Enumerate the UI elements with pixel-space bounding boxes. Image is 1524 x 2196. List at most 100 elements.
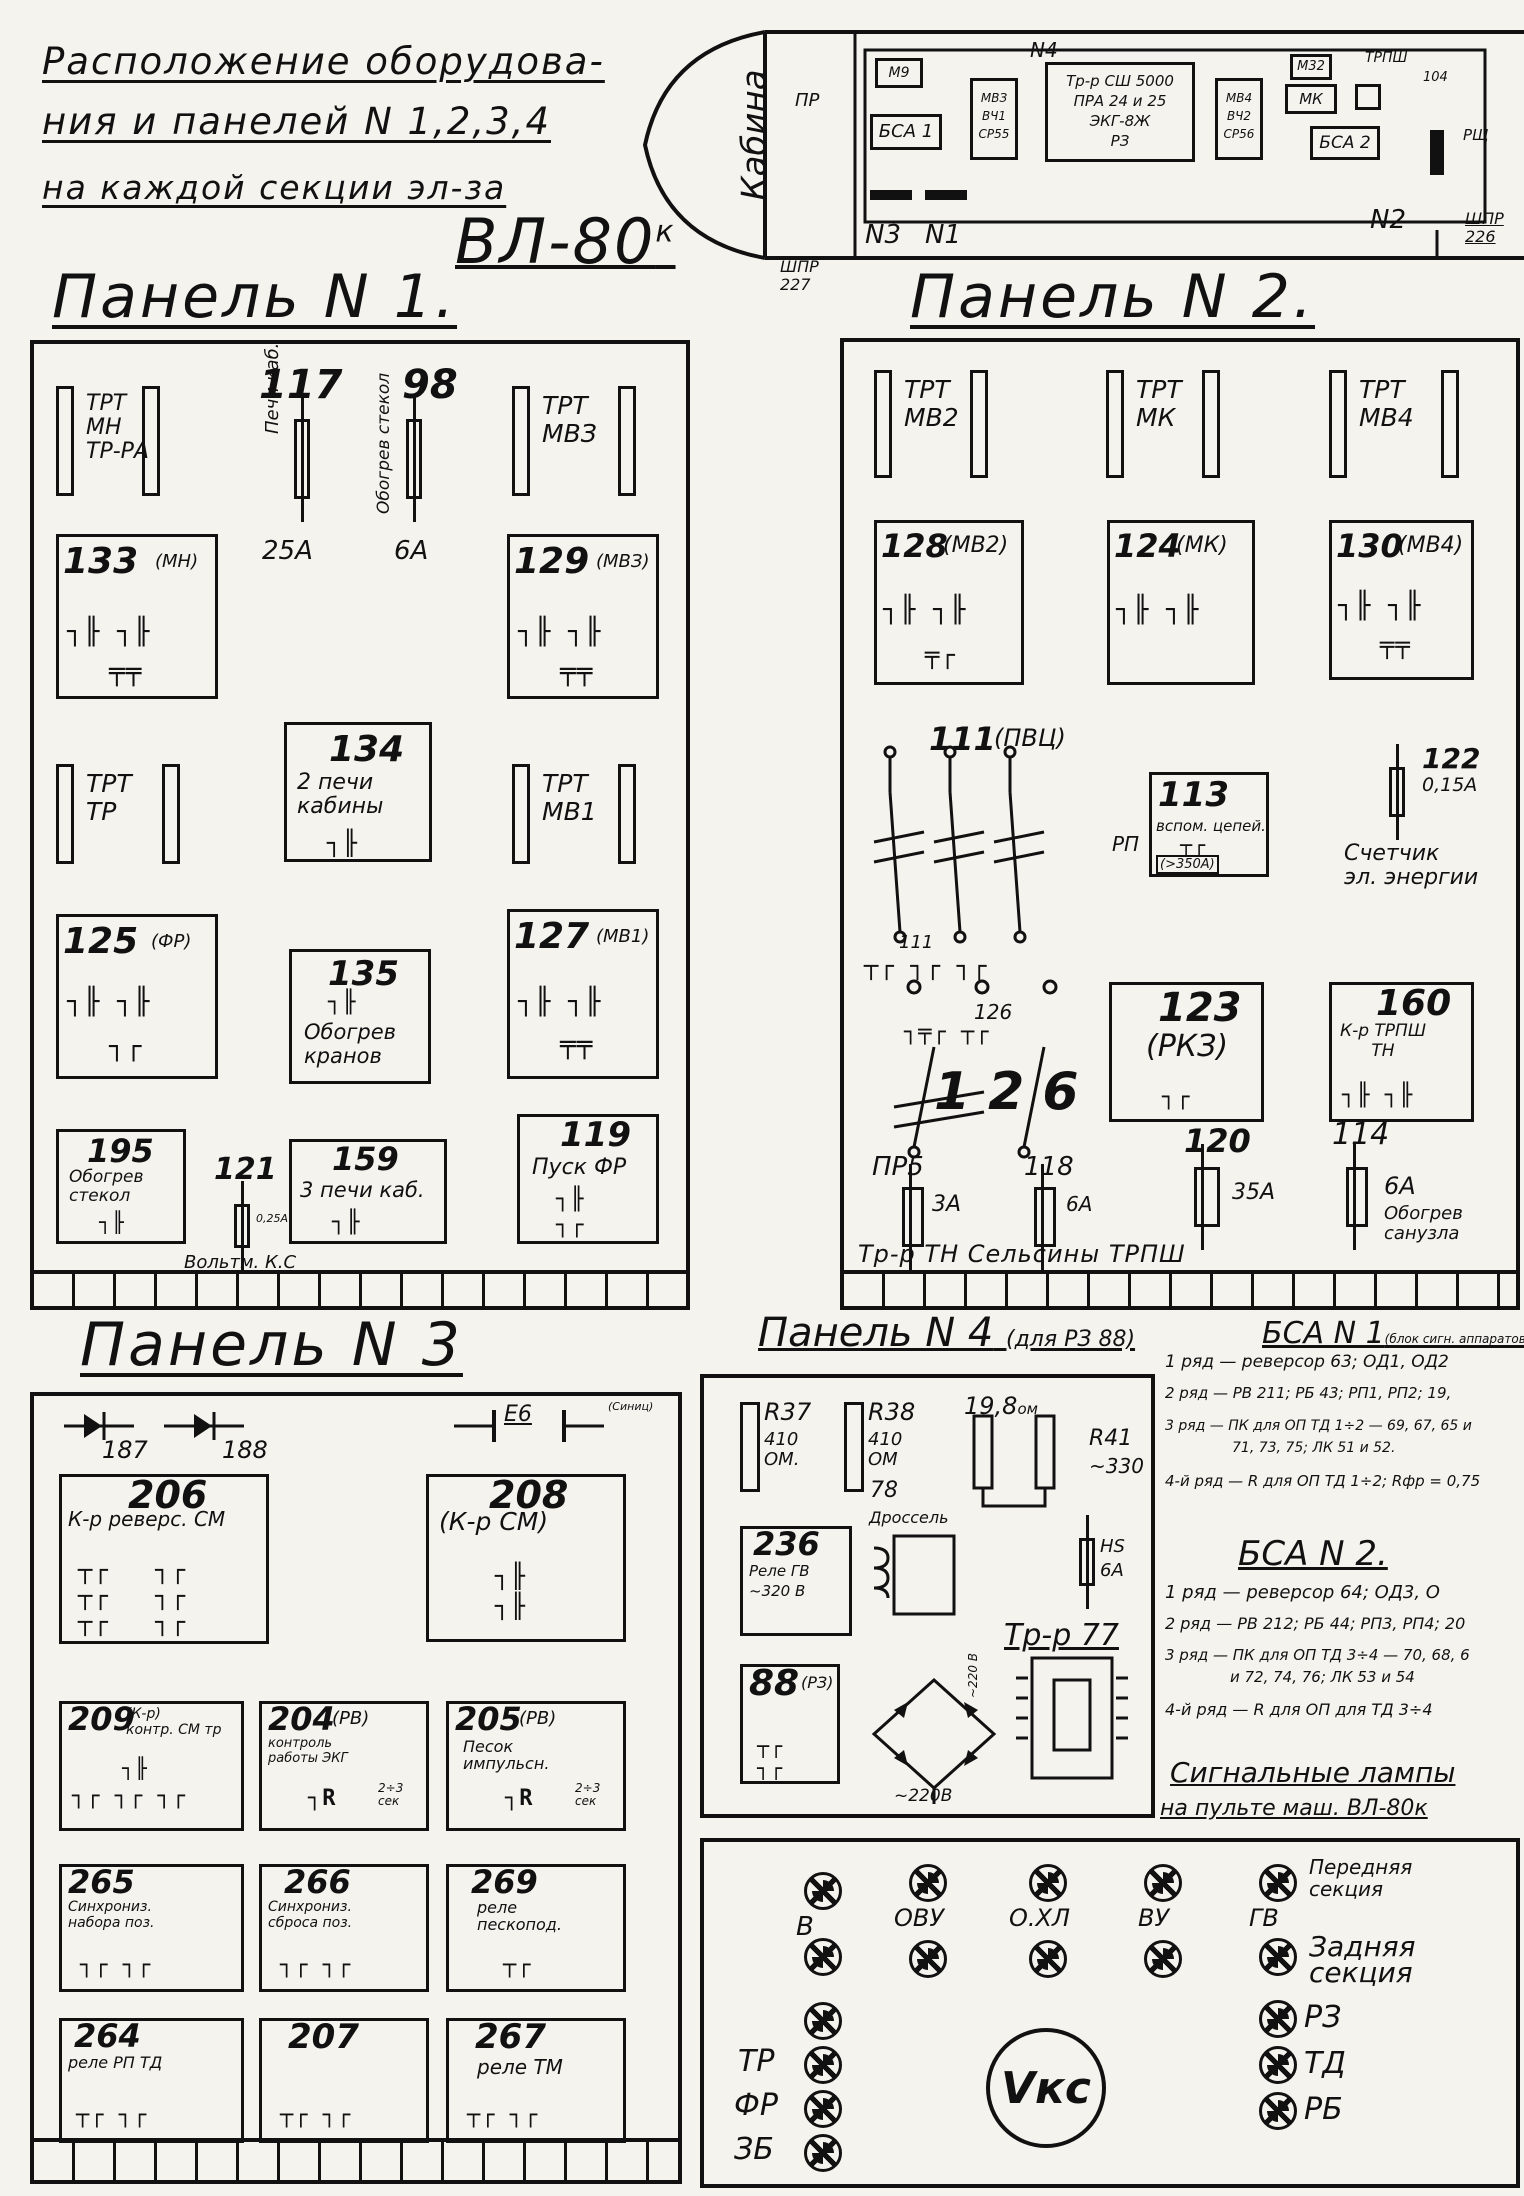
- lamp-rear: [1259, 1938, 1297, 1976]
- fuse-120-amp: 35А: [1232, 1180, 1276, 1205]
- relay-124: 124 (МК) ┐╟ ┐╟: [1107, 520, 1255, 685]
- choke: [873, 1534, 956, 1616]
- relay-126-num: 126: [934, 1062, 1097, 1122]
- lamp-rb: [1259, 2092, 1297, 2130]
- fuse-118-amp: 6А: [1066, 1192, 1093, 1216]
- shpr-226-label: ШПР 226: [1465, 209, 1504, 246]
- panel4-title: Панель N 4 (для РЗ 88): [758, 1310, 1136, 1356]
- transformer-box: Тр-р СШ 5000 ПРА 24 и 25 ЭКГ-8Ж РЗ: [1045, 62, 1195, 162]
- fuse-122-amp: 0,15А: [1422, 774, 1478, 796]
- relay-206: 206 К-р реверс. СМ ┬┌ ┐┌ ┬┌ ┐┌ ┬┌ ┐┌: [59, 1473, 269, 1644]
- relay-159: 159 3 печи каб. ┐╟: [289, 1139, 447, 1244]
- trt-mn: ТРТ МН ТР-РА: [56, 386, 161, 496]
- cab-layout-diagram: Кабина ПР N4 N3 N1 N2 М9 БСА 1 МВЗ ВЧ1 С…: [625, 20, 1524, 294]
- lamp-tr: [804, 2046, 842, 2084]
- n1-label: N1: [925, 220, 961, 250]
- bsa2-box: БСА 2: [1310, 126, 1380, 160]
- diode-188-label: 188: [222, 1436, 268, 1464]
- fuse-117: [294, 396, 310, 522]
- mv4-box: МВ4 ВЧ2 СР56: [1215, 78, 1263, 160]
- voltage-2208-label: ~220В: [894, 1786, 953, 1806]
- relay-111-contacts: [873, 745, 1045, 944]
- relay-135: 135 ┐╟ Обогрев кранов: [289, 949, 431, 1084]
- pr-label: ПР: [795, 90, 820, 111]
- trt-mv1: ТРТ МВ1: [512, 764, 637, 864]
- panel1-title: Панель N 1.: [52, 262, 458, 332]
- voltage-220-label: ~220 В: [966, 1652, 980, 1698]
- trt-mv4: ТРТ МВ4: [1329, 370, 1459, 478]
- lamp-zb-label: ЗБ: [734, 2132, 774, 2167]
- fuse-pr5-amp: 3А: [932, 1192, 962, 1217]
- lamp-rz-label: РЗ: [1304, 2000, 1342, 2035]
- capacitor-e6-small: (Синиц): [608, 1400, 654, 1413]
- lamp-b: [804, 1872, 842, 1910]
- bsa2-line-3: 3 ряд — ПК для ОП ТД 3÷4 — 70, 68, 6: [1165, 1646, 1470, 1664]
- relay-111-symbols: ┬┌ ┐┌ ┐┌: [864, 952, 988, 980]
- lamp-fr-label: ФР: [734, 2088, 778, 2123]
- voltmeter-label: Vкс: [1001, 2062, 1091, 2114]
- relay-126-contacts: [893, 979, 1058, 1159]
- resistor-r37-value: 410 ОМ.: [764, 1429, 800, 1470]
- bsa1-title: БСА N 1(блок сигн. аппаратов): [1262, 1316, 1524, 1351]
- cab-outline: [642, 30, 1524, 260]
- lamp-tr-label: ТР: [738, 2044, 775, 2079]
- fuse-118: [1034, 1164, 1056, 1270]
- resistor-pair-r40: [972, 1414, 1056, 1508]
- fuse-98: [406, 396, 422, 522]
- fuse-122: [1389, 744, 1405, 840]
- fuse-114: [1346, 1144, 1368, 1250]
- resistor-r37: [740, 1402, 760, 1492]
- fuse-120: [1194, 1144, 1220, 1250]
- relay-264: 264 реле РП ТД ┬┌ ┐┌: [59, 2017, 244, 2143]
- fuse-98-amp: 6А: [394, 536, 429, 566]
- diode-187-label: 187: [102, 1436, 148, 1464]
- diodes-187-188: [64, 1412, 244, 1440]
- panel1-terminal-rail: [34, 1270, 686, 1306]
- fuse-114-amp: 6А: [1384, 1172, 1416, 1200]
- bsa2-line-4: 4-й ряд — R для ОП для ТД 3÷4: [1165, 1700, 1433, 1719]
- resistor-r41-value: ~330: [1089, 1454, 1144, 1478]
- lamp-td-label: ТД: [1304, 2046, 1346, 2081]
- title-line-2: ния и панелей N 1,2,3,4: [42, 100, 551, 143]
- rsh-label: РЩ: [1463, 126, 1489, 144]
- lamp-b-label: В: [796, 1912, 814, 1942]
- resistor-r38-label: R38: [868, 1398, 916, 1426]
- lamp-front-label: Передняя секция: [1309, 1855, 1413, 1901]
- capacitor-e6: [454, 1410, 604, 1442]
- fuse-120-num: 120: [1184, 1122, 1251, 1160]
- lamps-title-2: на пульте маш. ВЛ-80к: [1160, 1796, 1428, 1821]
- resistor-r38-value: 410 ОМ: [868, 1429, 903, 1470]
- lamp-ovu-2: [909, 1940, 947, 1978]
- fuse-pr5: [902, 1164, 924, 1270]
- lamp-ohl: [1029, 1864, 1067, 1902]
- bsa2-title: БСА N 2.: [1238, 1534, 1388, 1574]
- fuse-121-label: Вольтм. К.С: [184, 1252, 297, 1273]
- cab-label: Кабина: [734, 69, 775, 201]
- m32-box: М32: [1290, 54, 1332, 80]
- panel3-terminal-rail: [34, 2138, 678, 2180]
- relay-204: 204 (РВ) контроль работы ЭКГ ┐R 2÷3 сек: [259, 1700, 429, 1831]
- relay-125: 125 (ФР) ┐╟ ┐╟ ┐┌: [56, 914, 218, 1079]
- fuse-hs-label: НS: [1100, 1536, 1125, 1557]
- bsa1-line-3b: 71, 73, 75; ЛК 51 и 52.: [1232, 1440, 1396, 1456]
- lamp-left-3: [804, 2002, 842, 2040]
- voltmeter-gauge: Vкс: [986, 2028, 1106, 2148]
- lamps-title-1: Сигнальные лампы: [1170, 1756, 1456, 1789]
- n3-label: N3: [865, 220, 901, 250]
- trt-tr: ТРТ ТР: [56, 764, 181, 864]
- trt-mk: ТРТ МК: [1106, 370, 1221, 478]
- relay-126-symbols: ┐╤┌ ┬┌: [904, 1020, 990, 1045]
- relay-130: 130 (МВ4) ┐╟ ┐╟ ╤╤: [1329, 520, 1474, 680]
- relay-128: 128 (МВ2) ┐╟ ┐╟ ╤┌: [874, 520, 1024, 685]
- fuse-98-num: 98: [402, 362, 458, 408]
- relay-88: 88 (РЗ) ┬┌ ┐┌: [740, 1663, 840, 1784]
- diode-bridge: [871, 1677, 997, 1804]
- loco-model: ВЛ-80к: [455, 205, 676, 278]
- relay-265: 265 Синхрониз. набора поз. ┐┌ ┐┌: [59, 1863, 244, 1992]
- fuse-114-num: 114: [1332, 1117, 1390, 1152]
- mv3-box: МВЗ ВЧ1 СР55: [970, 78, 1018, 160]
- resistor-r37-label: R37: [764, 1398, 812, 1426]
- relay-127: 127 (МВ1) ┐╟ ┐╟ ╤╤: [507, 909, 659, 1079]
- fuse-122-num: 122: [1422, 742, 1481, 775]
- relay-113: 113 вспом. цепей. ┬┌ (>350А): [1149, 772, 1269, 877]
